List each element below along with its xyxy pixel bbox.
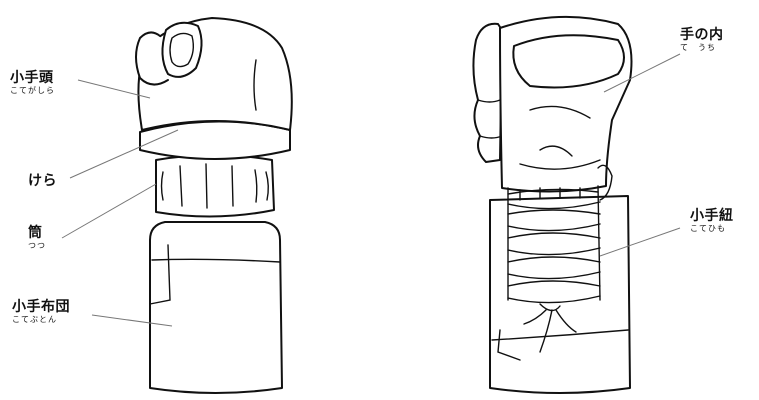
label-kote-himo: 小手紐 こてひも xyxy=(690,207,734,233)
label-kote-himo-text: 小手紐 xyxy=(690,208,734,224)
label-kera: けら xyxy=(28,172,57,188)
label-te-no-uchi-text: 手の内 xyxy=(680,27,724,43)
label-kote-gashira: 小手頭 こてがしら xyxy=(10,69,55,95)
label-kote-buton: 小手布団 こてぶとん xyxy=(12,298,70,324)
label-kote-gashira-reading: こてがしら xyxy=(10,87,55,95)
right-glove xyxy=(473,17,631,393)
label-kote-buton-reading: こてぶとん xyxy=(12,316,70,324)
left-kote-futon xyxy=(150,222,282,393)
label-tsutsu: 筒 つつ xyxy=(28,224,46,250)
label-tsutsu-text: 筒 xyxy=(28,225,43,241)
right-kote-futon xyxy=(490,196,630,393)
label-tsutsu-reading: つつ xyxy=(28,242,46,250)
label-kote-gashira-text: 小手頭 xyxy=(10,70,54,86)
label-kote-buton-text: 小手布団 xyxy=(12,299,70,315)
right-fingers xyxy=(473,24,502,162)
label-kera-text: けら xyxy=(28,173,57,189)
left-glove xyxy=(136,18,292,393)
label-te-no-uchi-reading: て うち xyxy=(680,44,724,52)
label-kote-himo-reading: こてひも xyxy=(690,225,734,233)
left-kera xyxy=(140,121,290,159)
label-te-no-uchi: 手の内 て うち xyxy=(680,26,724,52)
left-thumb-ring xyxy=(162,23,201,77)
